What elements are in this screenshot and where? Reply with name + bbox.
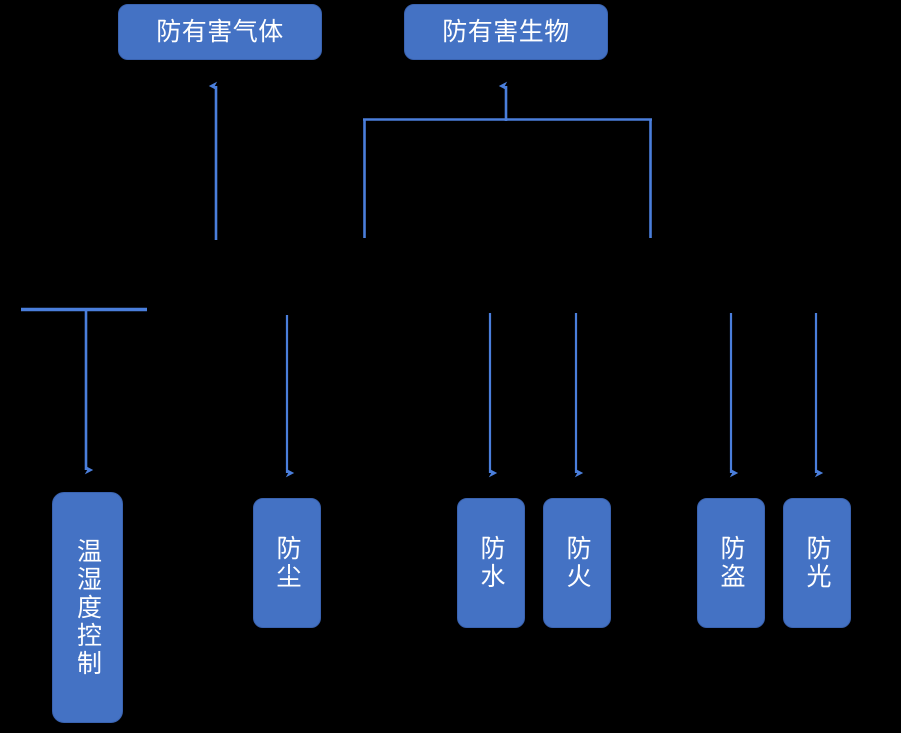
node-water-proof-label: 防水 [477, 535, 505, 591]
node-dust-proof[interactable]: 防尘 [253, 498, 321, 628]
node-light-proof[interactable]: 防光 [783, 498, 851, 628]
node-light-proof-label: 防光 [803, 535, 831, 591]
node-temp-humidity-control-label: 温湿度控制 [73, 537, 102, 678]
node-harmful-organism[interactable]: 防有害生物 [404, 4, 608, 60]
node-fire-proof[interactable]: 防火 [543, 498, 611, 628]
node-temp-humidity-control[interactable]: 温湿度控制 [52, 492, 123, 723]
node-theft-proof[interactable]: 防盗 [697, 498, 765, 628]
node-harmful-organism-label: 防有害生物 [442, 18, 570, 46]
node-dust-proof-label: 防尘 [273, 535, 301, 591]
node-harmful-gas[interactable]: 防有害气体 [118, 4, 322, 60]
node-harmful-gas-label: 防有害气体 [156, 18, 284, 46]
node-theft-proof-label: 防盗 [717, 535, 745, 591]
node-fire-proof-label: 防火 [563, 535, 591, 591]
node-water-proof[interactable]: 防水 [457, 498, 525, 628]
